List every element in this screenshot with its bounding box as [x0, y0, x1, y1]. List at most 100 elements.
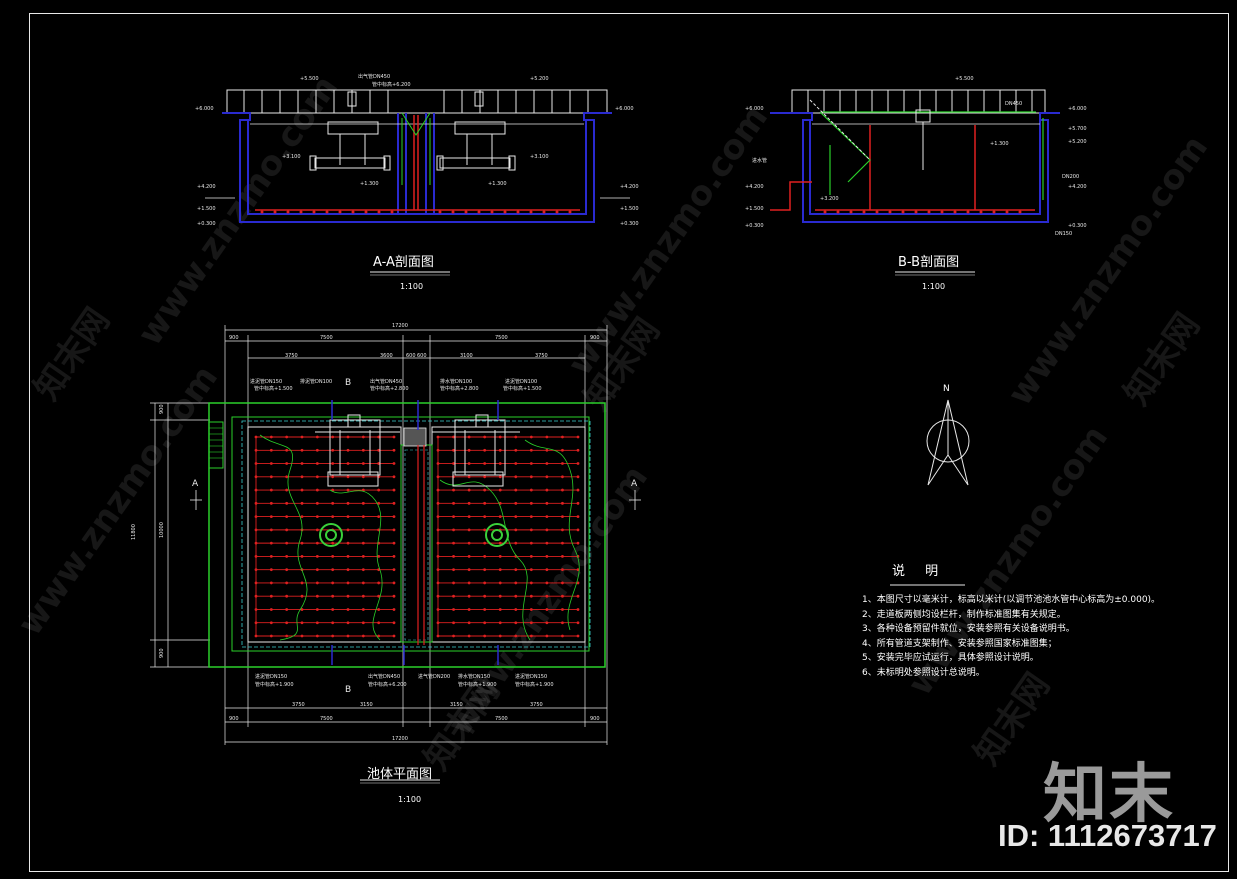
diffuser-dot: [498, 448, 502, 452]
elevation-label: +4.200: [197, 184, 216, 190]
pipe-label: 出气管DN450: [370, 378, 402, 385]
diffuser-dot: [331, 515, 335, 518]
elevation-label: +0.300: [1068, 223, 1087, 229]
diffuser-dot: [315, 568, 319, 572]
diffuser-dot: [300, 608, 304, 611]
diffuser-dot: [452, 634, 455, 638]
diffuser-dot: [545, 515, 549, 518]
diffuser-dot: [300, 475, 304, 479]
diffuser-dot: [498, 621, 502, 625]
diffuser-dot: [514, 462, 518, 465]
diffuser-dot: [377, 488, 381, 492]
diffuser-dot: [331, 475, 335, 479]
diffuser-dot: [392, 634, 396, 638]
diffuser-dot: [269, 608, 273, 611]
diffuser-dot: [514, 581, 518, 585]
diffuser-dot: [254, 581, 258, 585]
diffuser-dot: [269, 435, 273, 439]
diffuser-dot: [269, 515, 273, 518]
diffuser-dot: [467, 634, 471, 638]
diffuser-dot: [576, 581, 580, 585]
dim-label: 900: [590, 335, 600, 341]
diffuser-dot: [269, 475, 273, 479]
diffuser-dot: [315, 634, 319, 638]
diffuser-dot: [377, 621, 381, 625]
diffuser-dot: [254, 462, 258, 465]
diffuser-dot: [346, 488, 350, 492]
drawing-frame: [29, 13, 1229, 872]
diffuser-dot: [346, 581, 350, 585]
diffuser-dot: [467, 501, 471, 505]
diffuser-dot: [545, 608, 549, 611]
diffuser-dot: [392, 448, 396, 452]
diffuser-dot: [529, 448, 533, 452]
diffuser-dot: [561, 555, 564, 558]
diffuser-dot: [392, 568, 396, 572]
elevation-label: +4.200: [1068, 184, 1087, 190]
diffuser-dot: [254, 515, 258, 518]
diffuser-dot: [576, 448, 580, 452]
diffuser-dot: [361, 541, 365, 545]
diffuser-dot: [269, 581, 273, 585]
diffuser-dot: [346, 501, 350, 505]
elevation-label: +5.500: [300, 76, 319, 82]
diffuser-dot: [285, 581, 289, 585]
diffuser-dot: [346, 475, 350, 479]
diffuser-dot: [436, 435, 440, 439]
diffuser-dot: [436, 608, 440, 611]
diffuser-dot: [254, 488, 258, 492]
diffuser-dot: [561, 448, 564, 452]
diffuser-dot: [514, 515, 518, 518]
diffuser-dot: [285, 634, 289, 638]
diffuser-dot: [498, 462, 502, 465]
diffuser-dot: [529, 581, 533, 585]
diffuser-dot: [467, 608, 471, 611]
diffuser-dot: [529, 515, 533, 518]
diffuser-dot: [483, 515, 487, 518]
note-item: 2、走道板两侧均设栏杆，制作标准图集有关规定。: [862, 609, 1066, 620]
dim-label: 7500: [320, 335, 333, 341]
diffuser-dot: [377, 581, 381, 585]
diffuser-dot: [514, 435, 518, 439]
section-aa-title: A-A剖面图: [373, 255, 434, 270]
diffuser-dot: [498, 475, 502, 479]
note-item: 1、本图尺寸以毫米计，标高以米计(以调节池池水管中心标高为±0.000)。: [862, 595, 1161, 605]
diffuser-dot: [269, 488, 273, 492]
diffuser-dot: [331, 608, 335, 611]
diffuser-dot: [377, 634, 381, 638]
pipe-label: 管中标高+2.800: [370, 385, 409, 392]
diffuser-dot: [483, 528, 487, 532]
diffuser-dot: [576, 621, 580, 625]
diffuser-dot: [436, 568, 440, 572]
diffuser-dot: [254, 541, 258, 545]
diffuser-dot: [483, 594, 487, 598]
diffuser-dot: [514, 488, 518, 492]
diffuser-dot: [254, 594, 258, 598]
diffuser-dot: [576, 634, 580, 638]
diffuser-dot: [514, 634, 518, 638]
diffuser-dot: [346, 462, 350, 465]
elevation-label: +3.100: [530, 154, 549, 160]
diffuser-dot: [361, 608, 365, 611]
dim-label: 900: [159, 404, 165, 414]
dim-label: 3600: [380, 353, 393, 359]
diffuser-dot: [300, 581, 304, 585]
diffuser-dot: [315, 555, 319, 558]
diffuser-dot: [331, 581, 335, 585]
diffuser-dot: [545, 435, 549, 439]
elevation-label: +1.300: [488, 181, 507, 187]
mixer-right: [436, 91, 516, 171]
diffuser-dot: [483, 501, 487, 505]
diffuser-dot: [315, 435, 319, 439]
diffuser-dot: [285, 555, 289, 558]
diffuser-dot: [436, 462, 440, 465]
diffuser-dot: [467, 568, 471, 572]
diffuser-dot: [483, 555, 487, 558]
pipe-label: 管中标高+1.900: [515, 681, 554, 688]
tank-walls-bb: [770, 112, 1060, 223]
diffuser-dot: [483, 634, 487, 638]
dim-label: 7500: [320, 716, 333, 722]
diffuser-dot: [467, 581, 471, 585]
diffuser-dot: [361, 475, 365, 479]
diffuser-dot: [561, 621, 564, 625]
